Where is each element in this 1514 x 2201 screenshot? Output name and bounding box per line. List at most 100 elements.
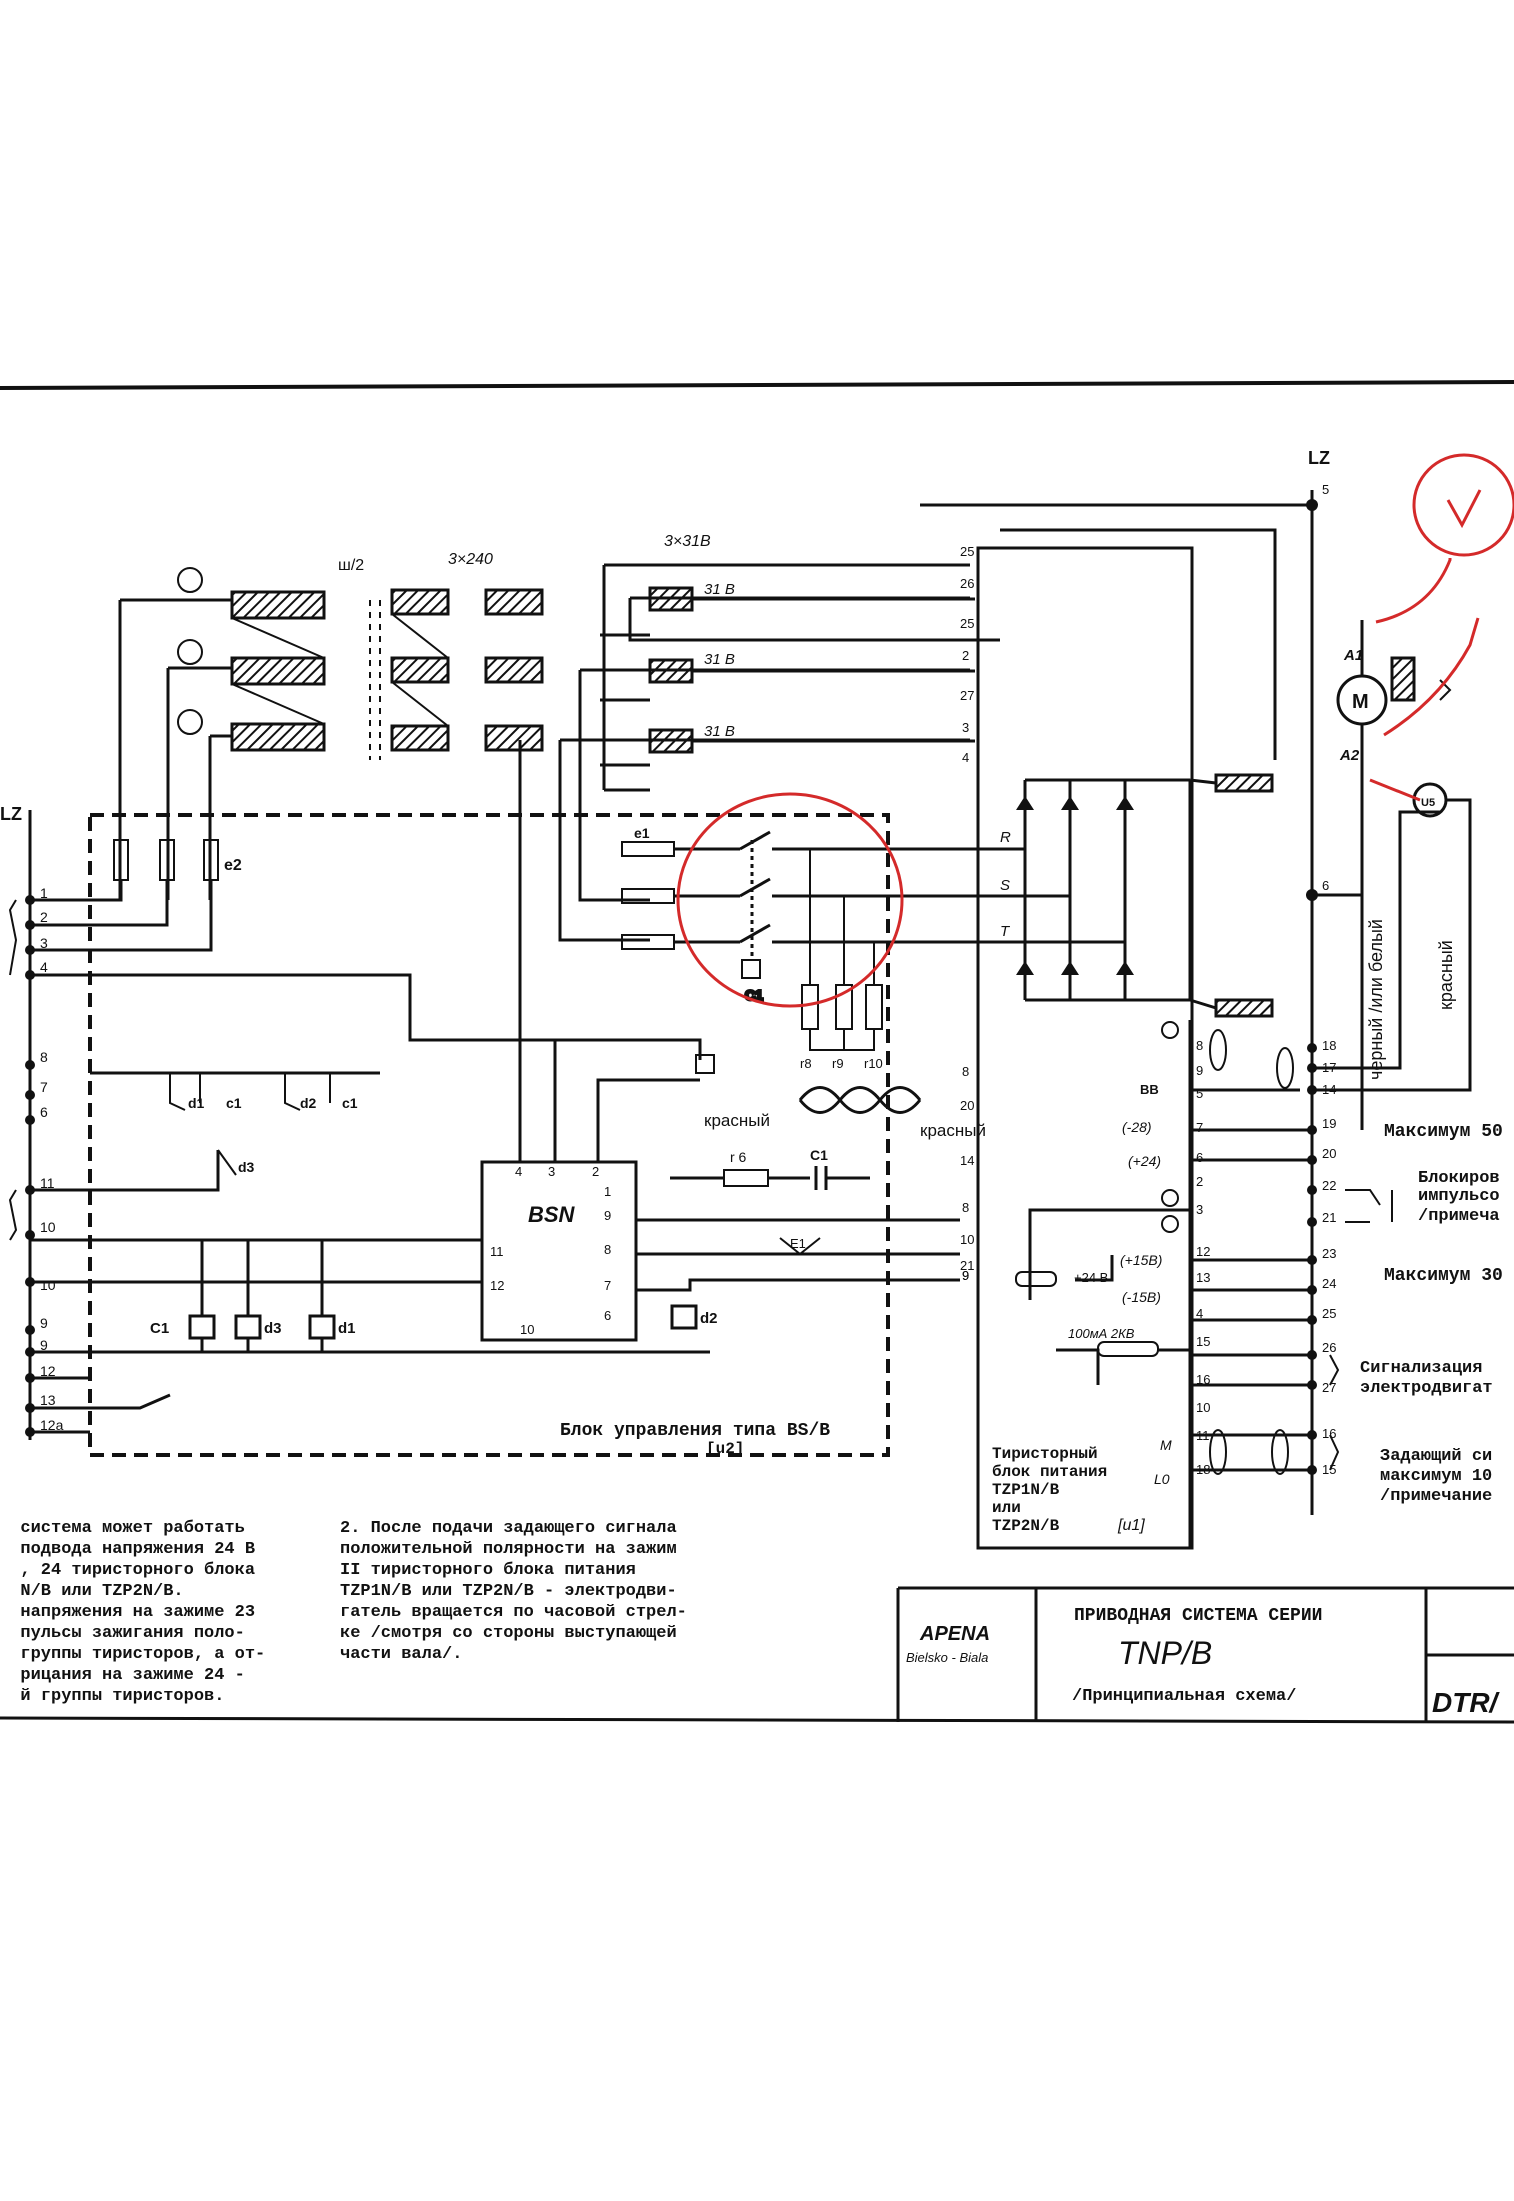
svg-text:18: 18 bbox=[1322, 1038, 1336, 1053]
svg-text:C1: C1 bbox=[150, 1320, 169, 1337]
svg-text:красный: красный bbox=[704, 1111, 770, 1130]
trafo1-label: ш/2 bbox=[338, 557, 364, 574]
svg-text:1: 1 bbox=[604, 1184, 611, 1199]
svg-text:2: 2 bbox=[592, 1164, 599, 1179]
svg-text:9: 9 bbox=[40, 1315, 48, 1331]
relay-coil-d3-icon bbox=[234, 1314, 262, 1340]
prim1-label: /примеча bbox=[1418, 1207, 1500, 1226]
svg-text:20: 20 bbox=[960, 1098, 974, 1113]
svg-text:6: 6 bbox=[1322, 878, 1329, 893]
svg-text:BB: BB bbox=[1140, 1082, 1159, 1097]
svg-text:L0: L0 bbox=[1154, 1471, 1170, 1487]
secondary-winding-2-icon bbox=[390, 656, 450, 684]
svg-text:12: 12 bbox=[1196, 1244, 1210, 1259]
svg-text:9: 9 bbox=[40, 1337, 48, 1353]
zad1-label: Задающий си bbox=[1380, 1447, 1492, 1466]
main-contactor-contacts: C1 bbox=[739, 830, 1000, 1005]
thyristor-icon bbox=[1116, 796, 1134, 810]
company-city: Bielsko - Biala bbox=[906, 1650, 988, 1665]
svg-text:4: 4 bbox=[1196, 1306, 1203, 1321]
svg-text:12a: 12a bbox=[40, 1417, 64, 1433]
red-label-vertical: красный bbox=[1436, 940, 1456, 1010]
svg-text:5: 5 bbox=[1322, 482, 1329, 497]
svg-text:r10: r10 bbox=[864, 1056, 883, 1071]
svg-text:c1: c1 bbox=[226, 1095, 242, 1111]
svg-text:11: 11 bbox=[490, 1244, 504, 1259]
svg-text:E1: E1 bbox=[790, 1236, 806, 1251]
phase-r-label: R bbox=[1000, 829, 1011, 846]
svg-text:+24 В: +24 В bbox=[1074, 1270, 1108, 1285]
svg-text:6: 6 bbox=[40, 1104, 48, 1120]
lz-right-label: LZ bbox=[1308, 448, 1330, 468]
bottom-frame-line bbox=[0, 1716, 1514, 1724]
bsn-label: BSN bbox=[528, 1202, 576, 1227]
top-frame-line bbox=[0, 380, 1514, 390]
phase-terminal-top-icon bbox=[177, 567, 203, 593]
primary-winding-2-icon bbox=[230, 656, 326, 686]
thyristor-icon bbox=[1016, 796, 1034, 810]
svg-text:e1: e1 bbox=[634, 825, 650, 841]
primary-winding-1-icon bbox=[230, 590, 326, 620]
svg-text:16: 16 bbox=[1322, 1426, 1336, 1441]
svg-text:(-15В): (-15В) bbox=[1122, 1289, 1161, 1305]
secondary-winding-3-icon bbox=[390, 724, 450, 752]
thyristor-icon bbox=[1116, 961, 1134, 975]
svg-text:25: 25 bbox=[960, 616, 974, 631]
snubber-resistors: r8 r9 r10 bbox=[800, 849, 883, 1071]
svg-text:A1: A1 bbox=[1343, 647, 1363, 664]
svg-text:U5: U5 bbox=[1421, 797, 1435, 809]
zad2-label: максимум 10 bbox=[1380, 1467, 1492, 1486]
svg-text:10: 10 bbox=[40, 1277, 56, 1293]
phase-terminal-mid-icon bbox=[177, 639, 203, 665]
transformer-wiring bbox=[118, 563, 1000, 942]
svg-text:3: 3 bbox=[962, 720, 969, 735]
thyristor-icon bbox=[1016, 961, 1034, 975]
svg-text:13: 13 bbox=[40, 1392, 56, 1408]
signal1-label: Сигнализация bbox=[1360, 1359, 1482, 1378]
svg-text:9: 9 bbox=[1196, 1063, 1203, 1078]
secondary-winding-4-icon bbox=[484, 588, 544, 616]
svg-text:20: 20 bbox=[1322, 1146, 1336, 1161]
svg-text:8: 8 bbox=[1196, 1038, 1203, 1053]
svg-text:A2: A2 bbox=[1339, 747, 1360, 764]
title-model: TNP/B bbox=[1118, 1635, 1212, 1671]
svg-text:21: 21 bbox=[960, 1258, 974, 1273]
svg-text:красный: красный bbox=[920, 1121, 986, 1140]
thyristor-icon bbox=[1061, 961, 1079, 975]
svg-text:19: 19 bbox=[1322, 1116, 1336, 1131]
shunt-top-icon bbox=[1214, 773, 1274, 793]
svg-text:2: 2 bbox=[962, 648, 969, 663]
max50-label: Максимум 50 bbox=[1384, 1122, 1503, 1142]
svg-text:10: 10 bbox=[1196, 1400, 1210, 1415]
trafo3-label: 3×31В bbox=[664, 533, 711, 550]
relay-coils: C1 d3 d1 d2 bbox=[30, 1238, 718, 1434]
control-block-boundary bbox=[88, 813, 890, 1457]
svg-text:d3: d3 bbox=[264, 1320, 282, 1337]
svg-text:d2: d2 bbox=[300, 1095, 317, 1111]
svg-text:10: 10 bbox=[40, 1219, 56, 1235]
fuse-group-e2: e2 bbox=[30, 839, 702, 1060]
doc-code: DTR/ bbox=[1432, 1687, 1501, 1718]
black-white-label: черный /или белый bbox=[1366, 919, 1386, 1080]
svg-text:14: 14 bbox=[960, 1153, 974, 1168]
svg-text:26: 26 bbox=[1322, 1340, 1336, 1355]
red-circle-contacts bbox=[676, 792, 904, 1008]
svg-text:r 6: r 6 bbox=[730, 1149, 747, 1165]
svg-text:27: 27 bbox=[960, 688, 974, 703]
svg-text:d1: d1 bbox=[338, 1320, 356, 1337]
svg-text:(-28): (-28) bbox=[1122, 1119, 1152, 1135]
title-block: APENA Bielsko - Biala ПРИВОДНАЯ СИСТЕМА … bbox=[896, 1586, 1514, 1722]
relay-coil-d1-icon bbox=[308, 1314, 336, 1340]
svg-text:9: 9 bbox=[962, 1268, 969, 1283]
svg-text:М: М bbox=[1160, 1437, 1172, 1453]
svg-text:8: 8 bbox=[40, 1049, 48, 1065]
prim2-label: /примечание bbox=[1380, 1487, 1492, 1506]
svg-text:25: 25 bbox=[960, 544, 974, 559]
svg-text:8: 8 bbox=[962, 1200, 969, 1215]
relay-contact-row: d1 c1 d2 c1 d3 bbox=[30, 1071, 380, 1192]
svg-text:3: 3 bbox=[1196, 1202, 1203, 1217]
phase-s-label: S bbox=[1000, 877, 1010, 894]
svg-text:3: 3 bbox=[548, 1164, 555, 1179]
